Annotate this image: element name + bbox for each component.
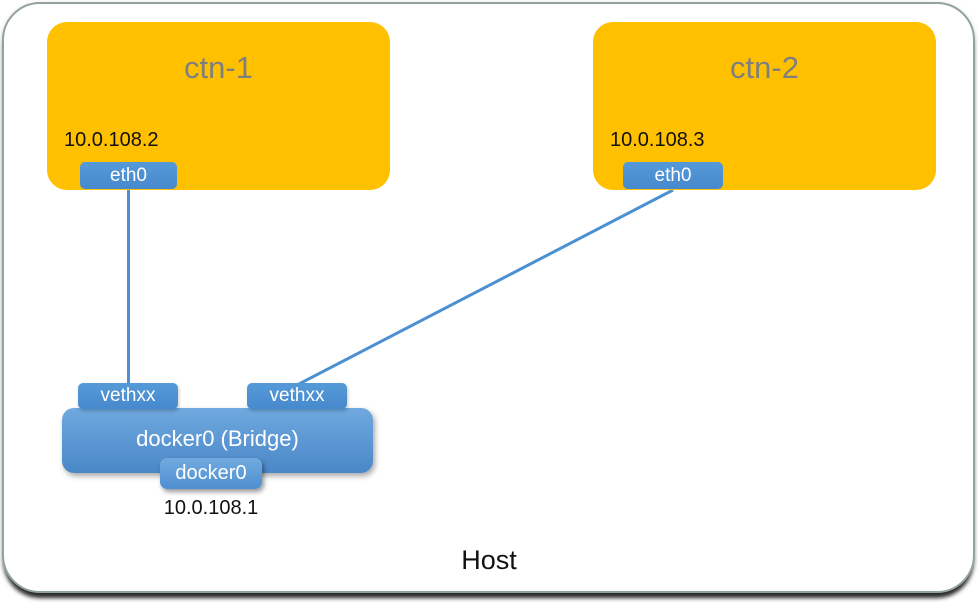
- eth0-badge-ctn-2: eth0: [623, 162, 723, 189]
- container-ctn-1: ctn-1 10.0.108.2 eth0: [47, 22, 390, 190]
- bridge-ip: 10.0.108.1: [163, 497, 259, 519]
- container-title: ctn-1: [184, 50, 253, 85]
- container-title: ctn-2: [730, 50, 799, 85]
- host-label: Host: [461, 545, 517, 575]
- vethxx-badge-right: vethxx: [247, 383, 347, 409]
- vethxx-badge-left: vethxx: [78, 383, 178, 409]
- container-ip: 10.0.108.2: [64, 129, 159, 151]
- container-ip: 10.0.108.3: [610, 129, 705, 151]
- bridge-title: docker0 (Bridge): [136, 426, 299, 451]
- docker0-interface-badge: docker0: [160, 458, 262, 489]
- container-ctn-2: ctn-2 10.0.108.3 eth0: [593, 22, 936, 190]
- docker0-bridge-box: docker0 (Bridge): [62, 408, 373, 473]
- eth0-badge-ctn-1: eth0: [80, 162, 177, 189]
